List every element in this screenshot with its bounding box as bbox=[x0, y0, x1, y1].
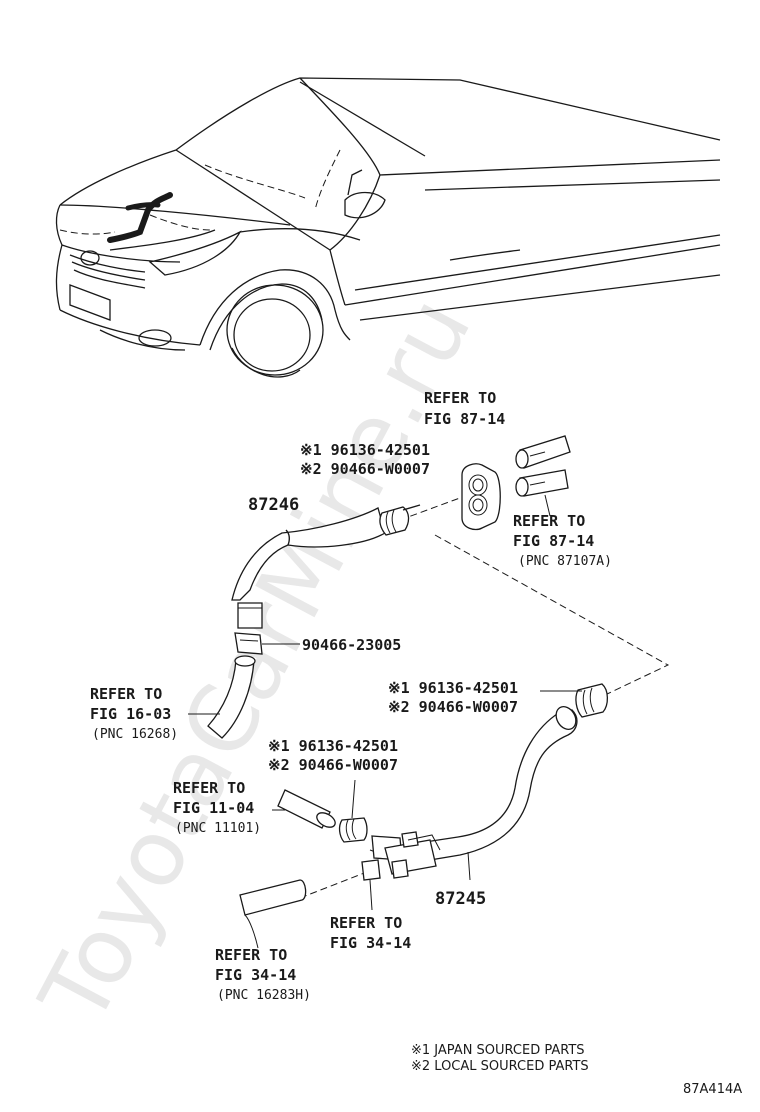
pnc-16268: (PNC 16268) bbox=[92, 727, 178, 742]
refer-87-14-top-line2: FIG 87-14 bbox=[424, 410, 505, 428]
refer-16-03-line2: FIG 16-03 bbox=[90, 705, 171, 723]
clip-top-line2: ※2 90466-W0007 bbox=[300, 460, 430, 478]
car-illustration bbox=[55, 77, 721, 378]
legend-japan-sourced: ※1 JAPAN SOURCED PARTS bbox=[411, 1043, 585, 1058]
refer-11-04-line1: REFER TO bbox=[173, 779, 245, 797]
heater-pipes bbox=[515, 435, 571, 517]
parts-drawing bbox=[188, 435, 670, 949]
refer-87-14-right-line2: FIG 87-14 bbox=[513, 532, 594, 550]
pnc-11101: (PNC 11101) bbox=[175, 821, 261, 836]
refer-34-14-mid-line1: REFER TO bbox=[330, 914, 402, 932]
pnc-87107a: (PNC 87107A) bbox=[518, 554, 612, 569]
refer-16-03-line1: REFER TO bbox=[90, 685, 162, 703]
refer-11-04-line2: FIG 11-04 bbox=[173, 799, 254, 817]
clip-right-line2: ※2 90466-W0007 bbox=[388, 698, 518, 716]
pnc-16283h: (PNC 16283H) bbox=[217, 988, 311, 1003]
legend-local-sourced: ※2 LOCAL SOURCED PARTS bbox=[411, 1059, 589, 1074]
clip-mid-line2: ※2 90466-W0007 bbox=[268, 756, 398, 774]
callout-labels: REFER TO FIG 87-14 ※1 96136-42501 ※2 904… bbox=[90, 389, 612, 1003]
part-87246: 87246 bbox=[248, 495, 299, 515]
water-valve bbox=[371, 831, 441, 879]
refer-34-14-bottom-line2: FIG 34-14 bbox=[215, 966, 296, 984]
refer-87-14-right-line1: REFER TO bbox=[513, 512, 585, 530]
refer-87-14-top-line1: REFER TO bbox=[424, 389, 496, 407]
clip-top-line1: ※1 96136-42501 bbox=[300, 441, 430, 459]
figure-code: 87A414A bbox=[683, 1082, 742, 1097]
part-87245: 87245 bbox=[435, 889, 486, 909]
refer-34-14-mid-line2: FIG 34-14 bbox=[330, 934, 411, 952]
clip-right-line1: ※1 96136-42501 bbox=[388, 679, 518, 697]
legend: ※1 JAPAN SOURCED PARTS ※2 LOCAL SOURCED … bbox=[411, 1043, 589, 1074]
refer-34-14-bottom-line1: REFER TO bbox=[215, 946, 287, 964]
clip-mid-line1: ※1 96136-42501 bbox=[268, 737, 398, 755]
grommet bbox=[461, 463, 501, 531]
clip-single-90466-23005: 90466-23005 bbox=[302, 636, 401, 654]
